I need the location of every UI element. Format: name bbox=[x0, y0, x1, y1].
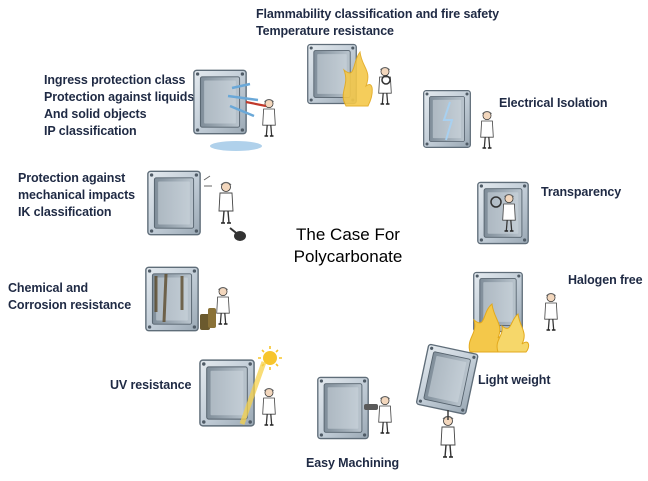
water-splash-icon bbox=[227, 82, 259, 118]
easy-machining-illustration bbox=[314, 370, 400, 448]
label-ingress-protection: Ingress protection class Protection agai… bbox=[44, 73, 195, 138]
transparency-illustration bbox=[474, 178, 534, 250]
corrosion-drip-icon bbox=[154, 273, 184, 323]
label-electrical-isolation: Electrical Isolation bbox=[499, 96, 608, 110]
magnifier-icon bbox=[490, 196, 502, 208]
electrical-isolation-illustration bbox=[420, 84, 500, 160]
flammability-illustration bbox=[302, 40, 402, 112]
label-halogen-free: Halogen free bbox=[568, 273, 643, 287]
label-light-weight: Light weight bbox=[478, 373, 551, 387]
mechanical-impact-illustration bbox=[144, 166, 254, 246]
label-easy-machining: Easy Machining bbox=[306, 456, 400, 470]
label-uv-resistance: UV resistance bbox=[110, 378, 192, 392]
flame-icon bbox=[342, 50, 373, 107]
label-flammability: Flammability classification and fire saf… bbox=[256, 7, 500, 38]
label-chemical-corrosion: Chemical and Corrosion resistance bbox=[8, 281, 132, 312]
sun-icon bbox=[263, 351, 277, 365]
uv-resistance-illustration bbox=[196, 346, 290, 432]
drill-icon bbox=[364, 404, 378, 410]
halogen-free-illustration bbox=[464, 268, 574, 356]
label-transparency: Transparency bbox=[541, 185, 622, 199]
lightning-icon bbox=[442, 101, 454, 141]
center-title: The Case For Polycarbonate bbox=[293, 225, 403, 266]
light-weight-illustration bbox=[414, 340, 480, 464]
label-mechanical-impacts: Protection against mechanical impacts IK… bbox=[18, 171, 136, 219]
ingress-protection-illustration bbox=[188, 66, 284, 156]
chemical-corrosion-illustration bbox=[142, 262, 238, 342]
